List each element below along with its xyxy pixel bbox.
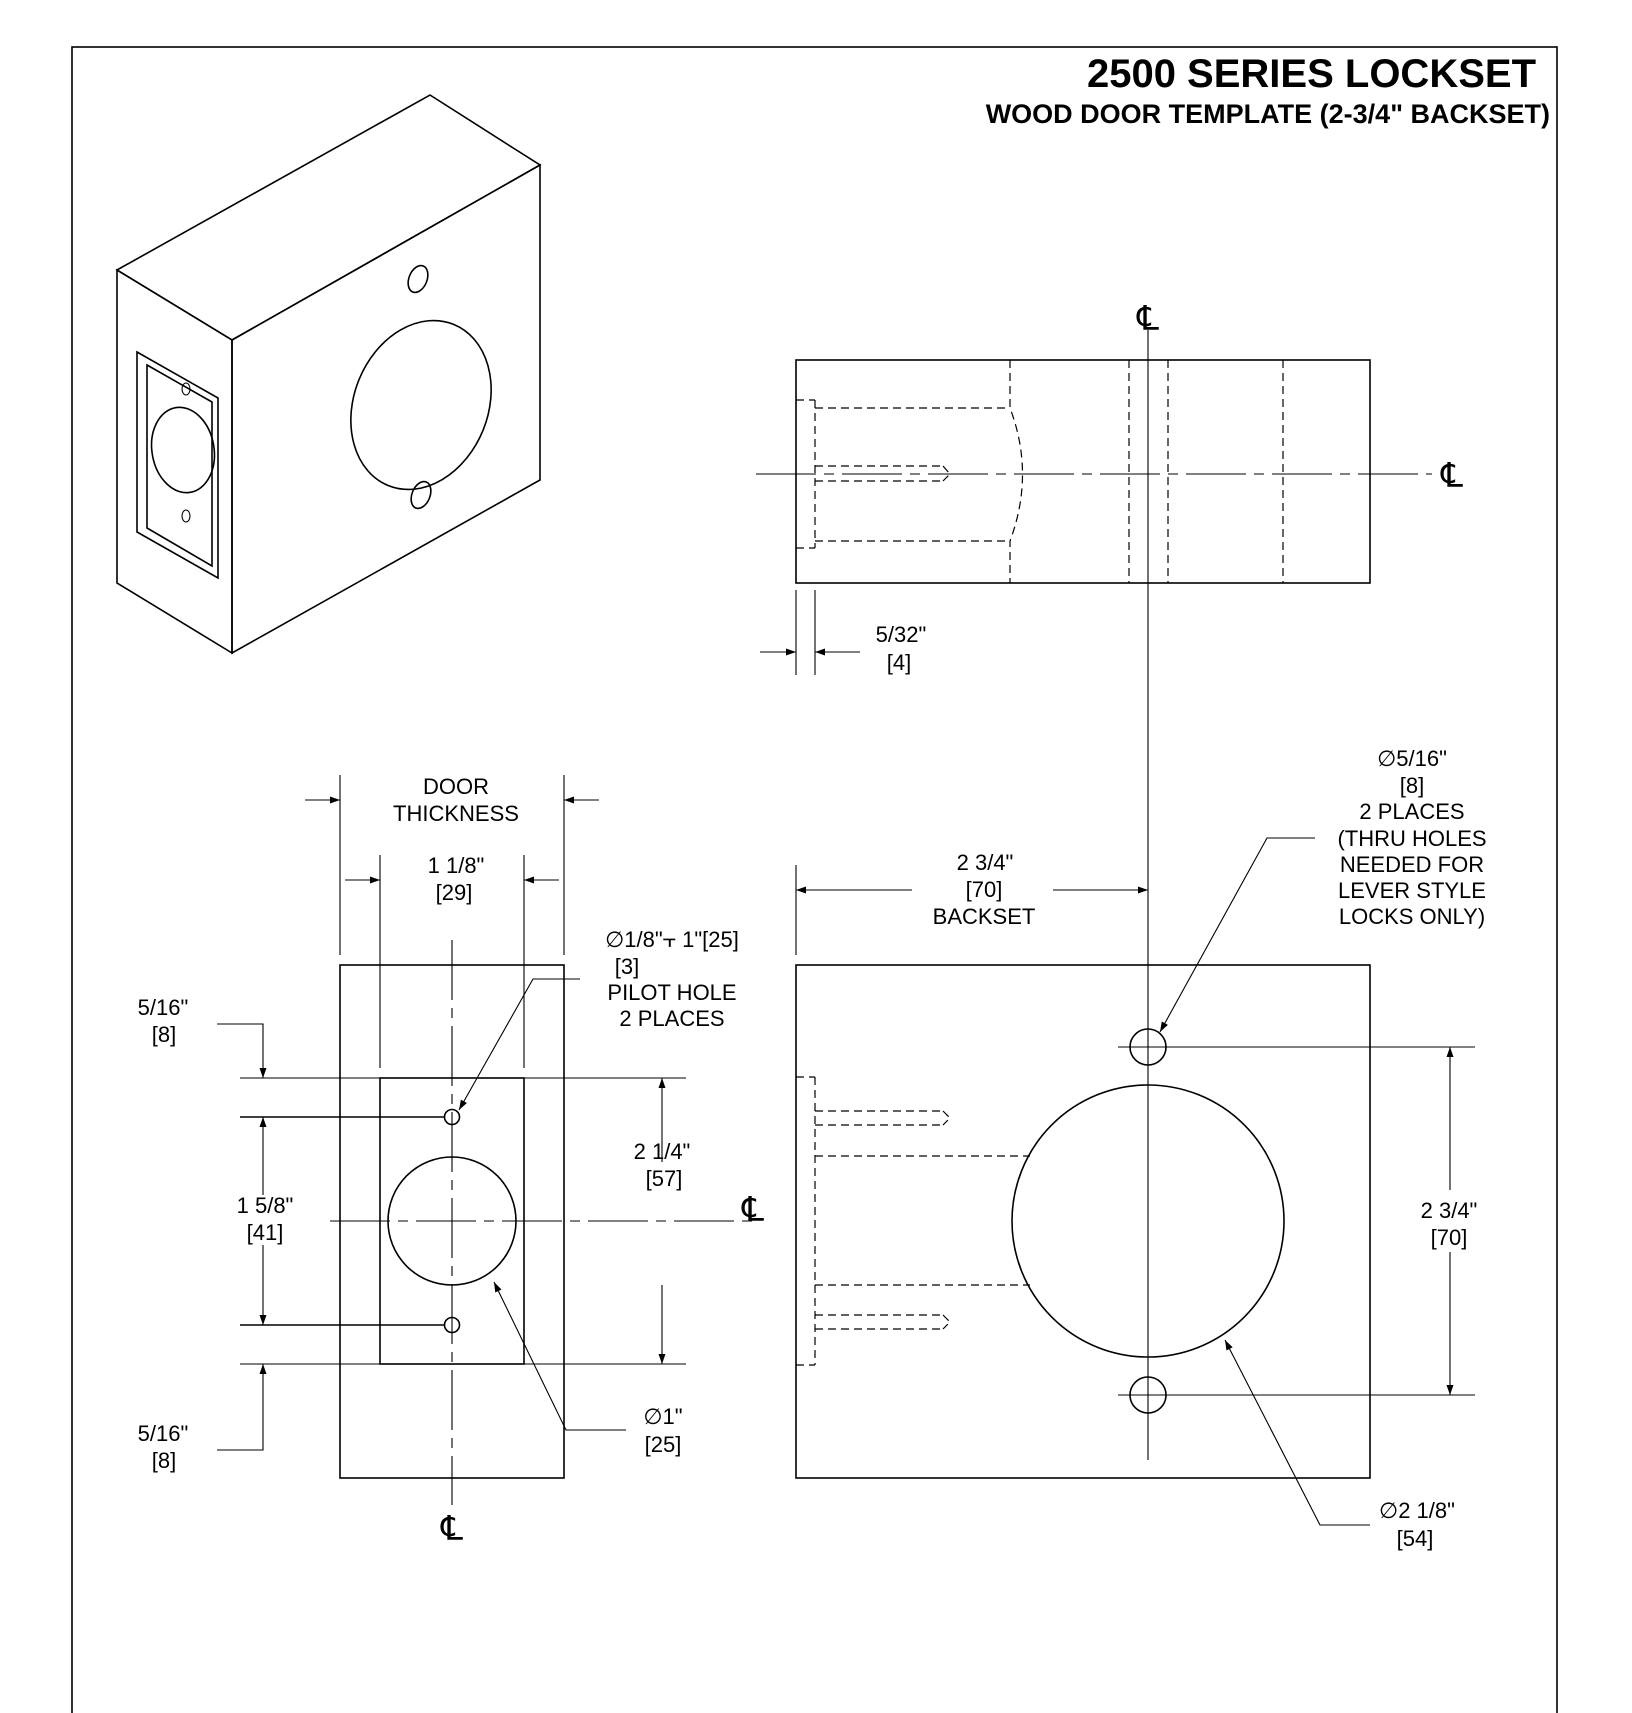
dim-edge-setback: 5/32" [4] bbox=[760, 590, 926, 675]
svg-text:[8]: [8] bbox=[152, 1448, 176, 1473]
svg-text:1 5/8": 1 5/8" bbox=[237, 1193, 294, 1218]
cl-symbol-mid: ℄ bbox=[741, 1191, 764, 1229]
cl-symbol-bottom: ℄ bbox=[440, 1510, 463, 1548]
edge-view: ℄ ℄ bbox=[756, 300, 1463, 1460]
svg-text:1 1/8": 1 1/8" bbox=[428, 853, 485, 878]
svg-text:∅2 1/8": ∅2 1/8" bbox=[1379, 1498, 1455, 1523]
callout-latch-bore: ∅1" [25] bbox=[493, 1281, 683, 1457]
cl-symbol-right: ℄ bbox=[1440, 457, 1463, 495]
svg-text:LOCKS ONLY): LOCKS ONLY) bbox=[1339, 904, 1485, 929]
isometric-view bbox=[115, 94, 542, 655]
svg-text:NEEDED FOR: NEEDED FOR bbox=[1340, 852, 1484, 877]
dim-top-offset: 5/16" [8] bbox=[138, 995, 189, 1047]
svg-text:5/32": 5/32" bbox=[876, 622, 927, 647]
svg-text:DOOR: DOOR bbox=[423, 774, 489, 799]
dim-backset: 2 3/4" [70] BACKSET bbox=[795, 850, 1148, 955]
title-main: 2500 SERIES LOCKSET bbox=[1087, 52, 1536, 96]
svg-text:[41]: [41] bbox=[247, 1220, 284, 1245]
svg-text:[25]: [25] bbox=[645, 1432, 682, 1457]
svg-text:THICKNESS: THICKNESS bbox=[393, 801, 519, 826]
dim-left-vertical bbox=[217, 1023, 686, 1451]
svg-text:2 PLACES: 2 PLACES bbox=[1359, 799, 1464, 824]
svg-text:BACKSET: BACKSET bbox=[933, 904, 1036, 929]
callout-through-holes: ∅5/16" [8] 2 PLACES (THRU HOLES NEEDED F… bbox=[1159, 746, 1487, 1033]
svg-text:2 3/4": 2 3/4" bbox=[1421, 1198, 1478, 1223]
svg-text:[3]: [3] bbox=[615, 954, 639, 979]
svg-text:∅5/16": ∅5/16" bbox=[1377, 746, 1447, 771]
svg-text:[57]: [57] bbox=[646, 1166, 683, 1191]
svg-text:[8]: [8] bbox=[152, 1022, 176, 1047]
svg-text:∅1/8"⫟ 1"[25]: ∅1/8"⫟ 1"[25] bbox=[605, 927, 739, 952]
svg-text:5/16": 5/16" bbox=[138, 1421, 189, 1446]
svg-text:2 PLACES: 2 PLACES bbox=[619, 1006, 724, 1031]
callout-cross-bore: ∅2 1/8" [54] bbox=[1224, 1339, 1455, 1551]
dim-hole-centers: 2 3/4" [70] bbox=[1421, 1047, 1478, 1395]
dim-faceplate-height: 2 1/4" [57] bbox=[634, 1078, 691, 1364]
door-face-view bbox=[795, 964, 1475, 1479]
dim-bottom-offset: 5/16" [8] bbox=[138, 1421, 189, 1473]
sheet-border bbox=[71, 46, 1558, 1713]
svg-text:∅1": ∅1" bbox=[643, 1404, 682, 1429]
dim-door-thickness: DOOR THICKNESS bbox=[305, 774, 599, 955]
svg-text:[4]: [4] bbox=[887, 650, 911, 675]
dim-faceplate-width: 1 1/8" [29] bbox=[345, 853, 559, 1068]
callout-pilot-hole: ∅1/8"⫟ 1"[25] [3] PILOT HOLE 2 PLACES bbox=[458, 927, 739, 1111]
dim-hole-spacing: 1 5/8" [41] bbox=[237, 1193, 294, 1245]
svg-text:[70]: [70] bbox=[1431, 1225, 1468, 1250]
cl-symbol-top: ℄ bbox=[1136, 300, 1159, 338]
svg-text:2 1/4": 2 1/4" bbox=[634, 1139, 691, 1164]
svg-text:5/16": 5/16" bbox=[138, 995, 189, 1020]
svg-text:[70]: [70] bbox=[966, 877, 1003, 902]
title-sub: WOOD DOOR TEMPLATE (2-3/4" BACKSET) bbox=[986, 99, 1550, 129]
svg-text:2 3/4": 2 3/4" bbox=[957, 850, 1014, 875]
svg-text:[8]: [8] bbox=[1400, 773, 1424, 798]
svg-text:LEVER STYLE: LEVER STYLE bbox=[1338, 878, 1486, 903]
cross-bore bbox=[1011, 1084, 1285, 1358]
svg-text:[29]: [29] bbox=[436, 880, 473, 905]
door-edge-view: ℄ ℄ bbox=[330, 940, 764, 1548]
svg-text:(THRU HOLES: (THRU HOLES bbox=[1337, 826, 1486, 851]
svg-text:PILOT HOLE: PILOT HOLE bbox=[607, 980, 736, 1005]
svg-text:[54]: [54] bbox=[1397, 1526, 1434, 1551]
